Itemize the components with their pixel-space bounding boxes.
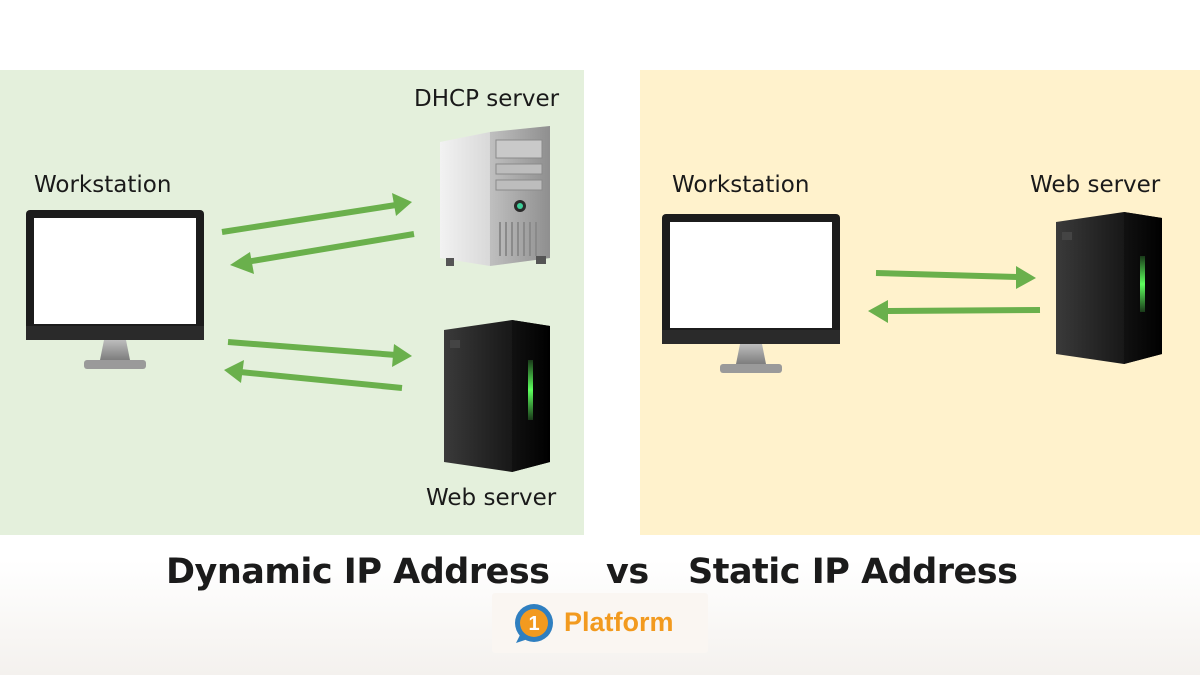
arrow-icon — [875, 266, 1036, 289]
platform-logo: 1 Platform — [492, 593, 708, 653]
web-server-tower-icon — [1056, 212, 1162, 364]
workstation-monitor-icon — [662, 214, 840, 373]
workstation-label: Workstation — [34, 172, 172, 198]
arrow-icon — [221, 193, 412, 235]
dhcp-server-label: DHCP server — [414, 86, 560, 112]
dhcp-server-tower-icon — [440, 126, 550, 266]
logo-mark-icon: 1 — [515, 604, 553, 643]
dynamic-ip-heading: Dynamic IP Address — [166, 552, 550, 592]
workstation-monitor-icon — [26, 210, 204, 369]
vs-heading: vs — [606, 552, 649, 592]
static-ip-heading: Static IP Address — [688, 552, 1018, 592]
logo-text: Platform — [564, 607, 674, 637]
arrow-icon — [224, 360, 403, 391]
arrow-icon — [227, 339, 412, 367]
logo-number: 1 — [528, 613, 539, 635]
web-server-label: Web server — [1030, 172, 1161, 198]
network-diagram — [26, 126, 1162, 472]
arrow-icon — [868, 300, 1041, 323]
arrow-icon — [230, 231, 415, 274]
workstation-label: Workstation — [672, 172, 810, 198]
web-server-tower-icon — [444, 320, 550, 472]
web-server-label: Web server — [426, 485, 557, 511]
